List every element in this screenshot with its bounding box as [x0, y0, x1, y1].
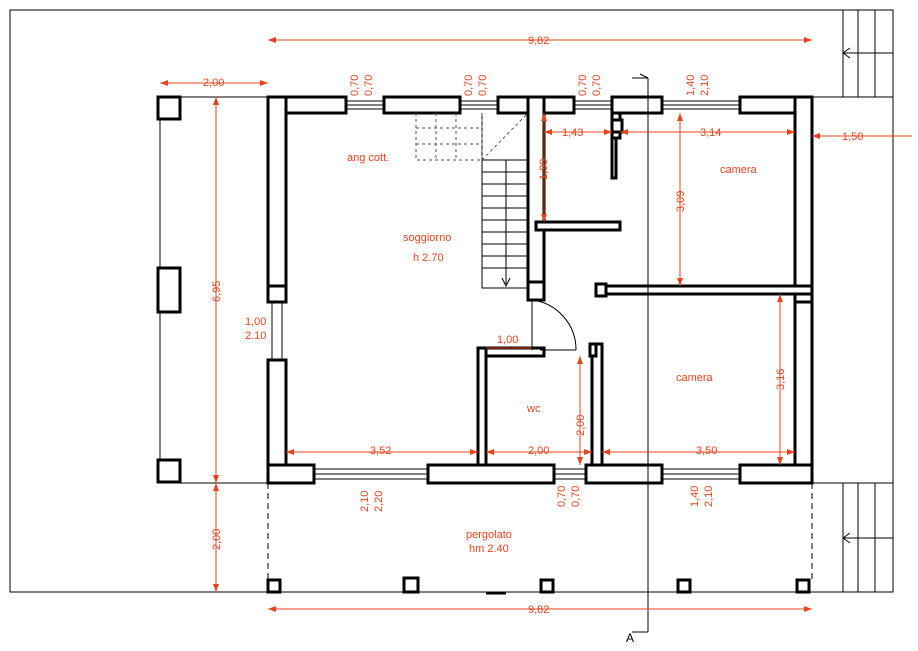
exterior-steps-bottom — [812, 482, 894, 592]
dim-bedroom-top-depth: 3,09 — [675, 191, 687, 212]
room-label-living-height: h 2.70 — [413, 252, 444, 264]
dim-right-porch: 1,50 — [842, 131, 863, 143]
dim-door-width: 1,00 — [245, 316, 266, 328]
room-label-bedroom-bottom: camera — [676, 372, 714, 384]
dim-bedroom-bottom-depth: 3,16 — [775, 369, 787, 390]
windows — [271, 100, 740, 480]
dim-bottom-window-3a: 1,40 — [689, 486, 701, 507]
room-label-bedroom-top: camera — [720, 164, 758, 176]
room-label-bathroom: wc — [526, 403, 541, 415]
dim-door-height: 2.10 — [245, 330, 266, 342]
dim-bath-width: 2,00 — [528, 445, 549, 457]
pillar — [156, 95, 182, 121]
section-label: A — [626, 631, 634, 645]
exterior-steps-top — [812, 10, 894, 98]
dim-bedroom-top-width: 3,14 — [700, 127, 721, 139]
dim-bottom-window-1b: 2,20 — [373, 491, 385, 512]
dim-bottom-total: 9,82 — [528, 604, 549, 616]
dim-left-height: 6,95 — [211, 281, 223, 302]
staircase — [415, 112, 529, 289]
dim-window-1a: 0,70 — [349, 75, 361, 96]
room-label-pergola: pergolato — [466, 529, 512, 541]
interior-walls — [476, 95, 814, 467]
dim-bottom-window-2a: 0,70 — [556, 486, 568, 507]
dim-corridor-depth: 1,99 — [538, 159, 550, 180]
vertical-dims: 6,95 2,00 1,99 3,09 3,16 2,00 0,70 0,70 … — [211, 75, 787, 550]
dim-living-width: 3,52 — [370, 445, 391, 457]
dim-bottom-window-2b: 0,70 — [570, 486, 582, 507]
dim-bedroom-bottom-width: 3,50 — [696, 445, 717, 457]
dim-bottom-window-3b: 2,10 — [703, 486, 715, 507]
dim-bath-depth: 2,00 — [575, 415, 587, 436]
dim-window-2a: 0,70 — [463, 75, 475, 96]
room-label-kitchenette: ang cott. — [347, 152, 389, 164]
section-line-a — [632, 73, 649, 633]
pergola — [266, 483, 813, 595]
dim-bottom-porch: 2,00 — [211, 529, 223, 550]
sheet-frame — [9, 9, 894, 593]
dim-corridor-width: 1,43 — [562, 127, 583, 139]
pillar — [156, 458, 182, 484]
dim-window-3a: 0,70 — [577, 75, 589, 96]
dim-bottom-window-1a: 2,10 — [359, 491, 371, 512]
dim-top-total: 9,82 — [528, 35, 549, 47]
pillar — [156, 266, 182, 314]
dim-window-4b: 2,10 — [699, 75, 711, 96]
dimension-lines — [160, 37, 912, 612]
dim-left-porch: 2,00 — [203, 77, 224, 89]
dim-window-3b: 0,70 — [591, 75, 603, 96]
dim-window-1b: 0,70 — [363, 75, 375, 96]
dim-bath-door: 1,00 — [497, 334, 518, 346]
room-label-living: soggiorno — [403, 232, 451, 244]
room-label-pergola-height: hm 2.40 — [469, 543, 509, 555]
bathroom-door — [531, 299, 577, 351]
dim-window-2b: 0,70 — [477, 75, 489, 96]
dim-window-4a: 1,40 — [685, 75, 697, 96]
